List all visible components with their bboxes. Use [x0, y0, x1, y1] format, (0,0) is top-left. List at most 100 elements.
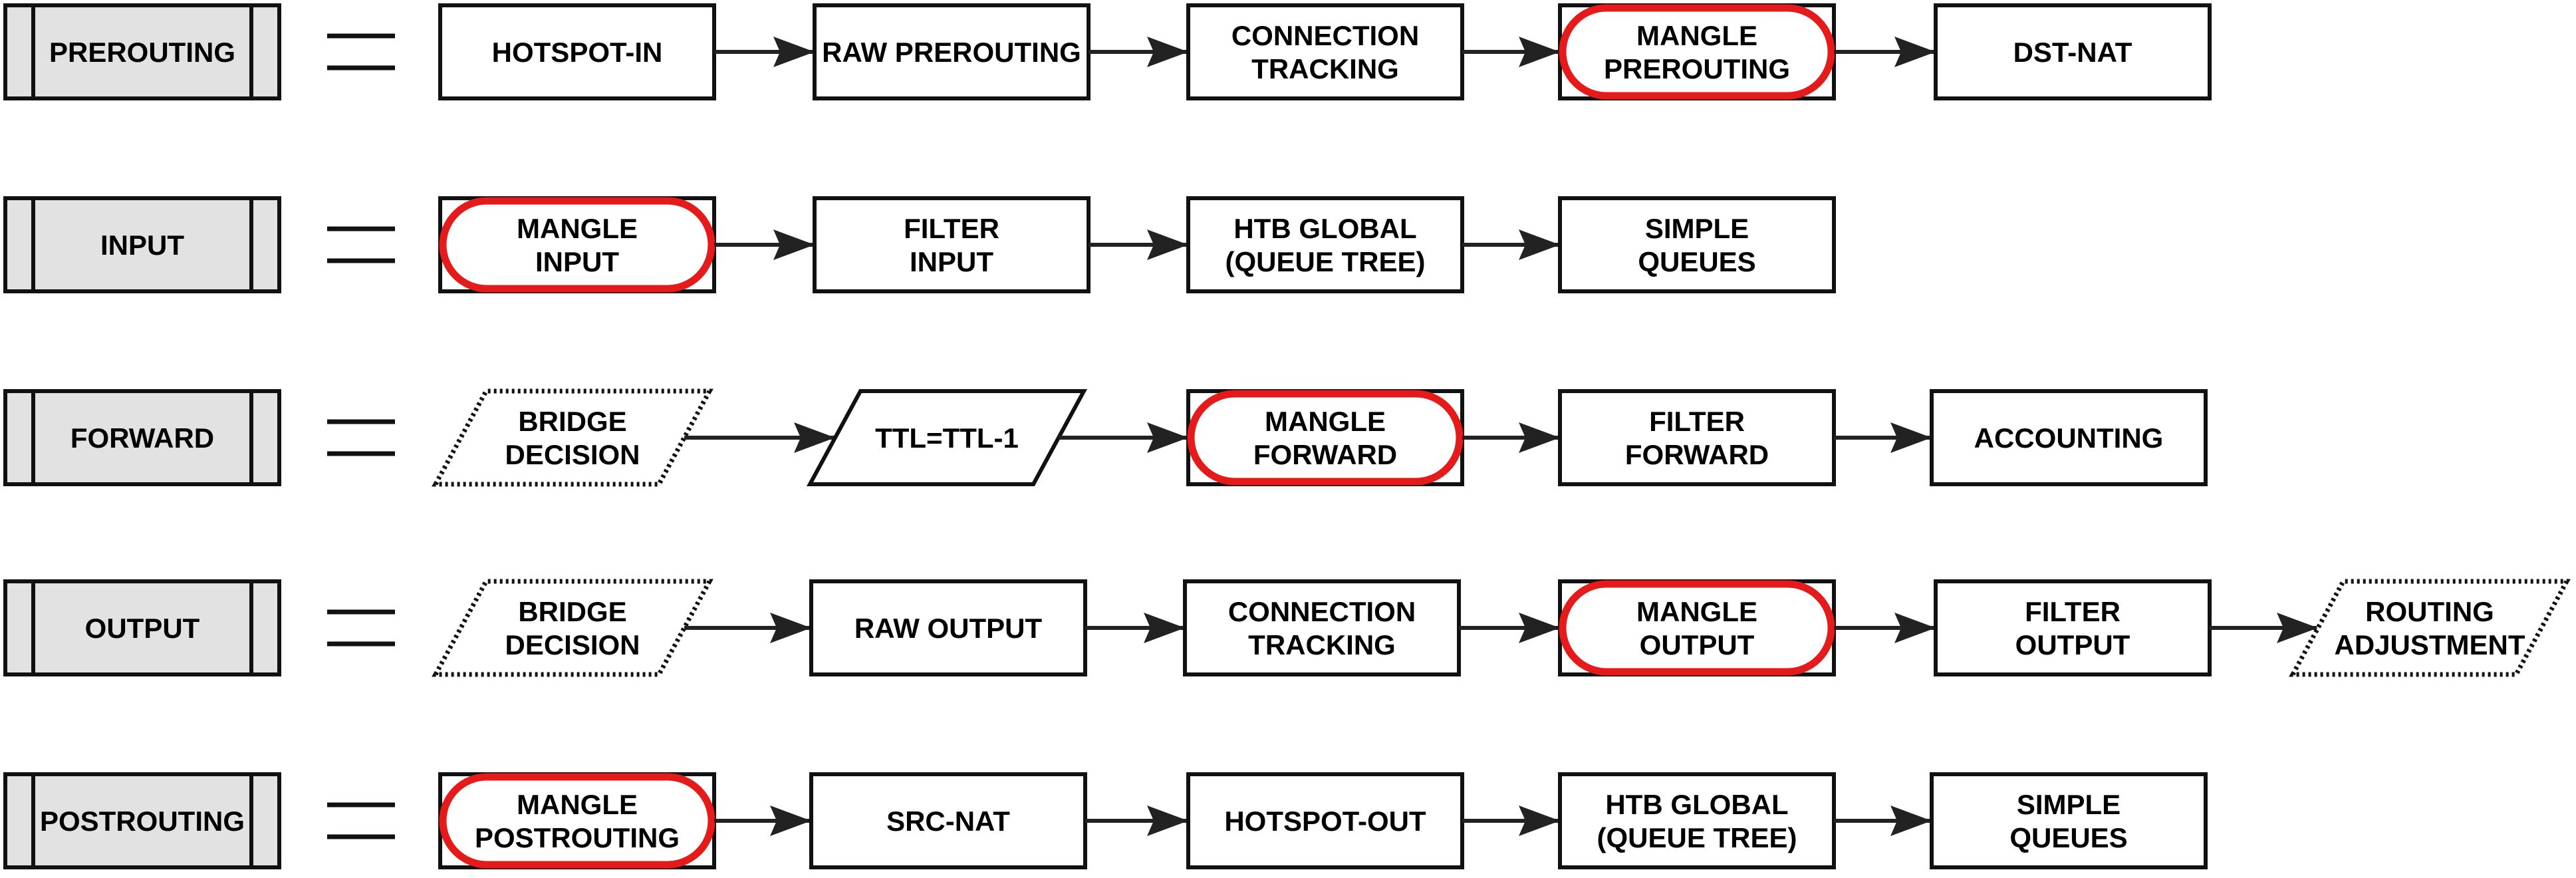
- equals-sign: [327, 33, 395, 71]
- step-label-line: FORWARD: [1253, 439, 1397, 470]
- flow-step: ACCOUNTING: [1930, 389, 2208, 486]
- equals-sign: [327, 226, 395, 263]
- chain-row-prerouting: PREROUTING HOTSPOT-IN RAW PREROUTING CONNEC…: [3, 3, 2212, 100]
- step-label-line: DECISION: [505, 439, 640, 470]
- chain-name: FORWARD: [70, 422, 214, 454]
- step-label-line: QUEUES: [2009, 822, 2127, 853]
- step-label-line: INPUT: [910, 246, 993, 277]
- step-label-line: DECISION: [505, 629, 640, 660]
- step-label-line: TRACKING: [1251, 53, 1399, 84]
- step-label-line: FILTER: [904, 213, 999, 244]
- chain-label-box: POSTROUTING: [3, 772, 281, 869]
- step-label-line: ACCOUNTING: [1974, 422, 2164, 454]
- mangle-highlight-pill: [1559, 580, 1835, 676]
- step-label-line: FILTER: [1649, 406, 1745, 437]
- flow-step: RAW OUTPUT: [809, 579, 1087, 676]
- step-label-line: RAW PREROUTING: [822, 37, 1081, 68]
- step-parallelogram: [432, 388, 713, 487]
- step-label-line: CONNECTION: [1228, 596, 1416, 627]
- step-box: [1930, 389, 2208, 486]
- flow-step: HOTSPOT-IN: [438, 3, 716, 100]
- step-box: [809, 579, 1087, 676]
- step-label-line: HTB GLOBAL: [1605, 789, 1788, 820]
- flow-step: HTB GLOBAL(QUEUE TREE): [1558, 772, 1836, 869]
- step-box: [1186, 772, 1464, 869]
- step-label-line: MANGLE: [517, 789, 638, 820]
- chain-box-frame: [3, 389, 281, 486]
- step-box: [1186, 196, 1464, 293]
- step-box: [438, 3, 716, 100]
- chain-name: INPUT: [100, 229, 184, 261]
- chain-box-frame: [3, 772, 281, 869]
- step-label-line: CONNECTION: [1231, 20, 1419, 51]
- step-label-line: HOTSPOT-OUT: [1224, 805, 1426, 837]
- step-label-line: MANGLE: [1636, 596, 1757, 627]
- flow-step: TTL=TTL-1: [806, 389, 1088, 486]
- equals-sign: [327, 419, 395, 456]
- step-box: [1186, 3, 1464, 100]
- step-label-line: FORWARD: [1625, 439, 1769, 470]
- step-label-line: (QUEUE TREE): [1597, 822, 1797, 853]
- step-label-line: SIMPLE: [2017, 789, 2121, 820]
- step-box: [1183, 579, 1461, 676]
- flow-step: SRC-NAT: [809, 772, 1087, 869]
- mangle-highlight-pill: [1559, 4, 1835, 100]
- step-label-line: FILTER: [2025, 596, 2121, 627]
- equals-sign: [327, 802, 395, 839]
- chain-name: POSTROUTING: [40, 805, 245, 837]
- step-label-line: HTB GLOBAL: [1233, 213, 1416, 244]
- chain-label-box: INPUT: [3, 196, 281, 293]
- step-label-line: MANGLE: [1265, 406, 1386, 437]
- step-label-line: MANGLE: [1636, 20, 1757, 51]
- chain-label-box: PREROUTING: [3, 3, 281, 100]
- step-box: [1558, 389, 1836, 486]
- step-box: [1934, 3, 2212, 100]
- step-label-line: BRIDGE: [518, 406, 626, 437]
- chain-name: OUTPUT: [85, 613, 200, 644]
- step-label-line: INPUT: [535, 246, 619, 277]
- mangle-highlight-pill: [1187, 390, 1464, 486]
- chain-label-box: OUTPUT: [3, 579, 281, 676]
- step-label-line: QUEUES: [1638, 246, 1755, 277]
- step-label-line: POSTROUTING: [475, 822, 680, 853]
- step-box: [1934, 579, 2212, 676]
- flow-step: HTB GLOBAL(QUEUE TREE): [1186, 196, 1464, 293]
- flow-step: HOTSPOT-OUT: [1186, 772, 1464, 869]
- step-label-line: TTL=TTL-1: [875, 422, 1019, 454]
- step-box: [1558, 772, 1836, 869]
- mangle-highlight-pill: [439, 773, 715, 869]
- step-label-line: ROUTING: [2365, 596, 2494, 627]
- step-label-line: BRIDGE: [518, 596, 626, 627]
- step-label-line: RAW OUTPUT: [854, 613, 1043, 644]
- flow-step: RAW PREROUTING: [813, 3, 1091, 100]
- chain-label-box: FORWARD: [3, 389, 281, 486]
- step-label-line: ADJUSTMENT: [2334, 629, 2525, 660]
- chain-name: PREROUTING: [49, 37, 235, 68]
- step-label-line: MANGLE: [517, 213, 638, 244]
- step-box: [1930, 772, 2208, 869]
- chain-row-forward: FORWARDBRIDGEDECISIONTTL=TTL-1MANGLEFORW…: [3, 388, 2208, 487]
- step-parallelogram: [2289, 579, 2571, 677]
- step-label-line: TRACKING: [1248, 629, 1396, 660]
- step-label-line: SIMPLE: [1645, 213, 1749, 244]
- chain-box-frame: [3, 196, 281, 293]
- step-parallelogram: [806, 389, 1088, 486]
- step-label-line: PREROUTING: [1604, 53, 1790, 84]
- step-label-line: SRC-NAT: [886, 805, 1010, 837]
- equals-sign: [327, 609, 395, 647]
